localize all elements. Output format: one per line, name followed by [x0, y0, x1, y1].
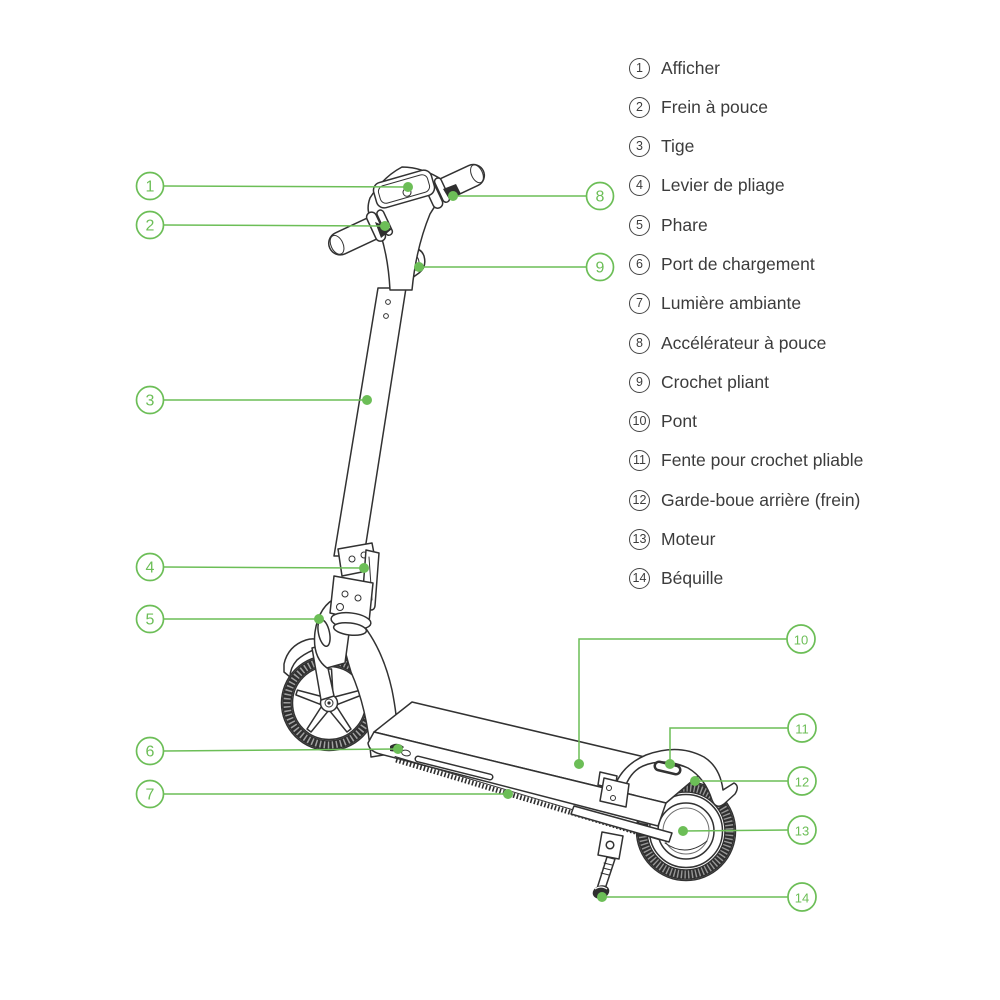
legend-num-11: 11: [629, 450, 650, 472]
callout-12: 12: [787, 766, 817, 796]
legend-label-6: Port de chargement: [661, 253, 815, 274]
callout-2: 2: [135, 210, 165, 240]
leader-1: [163, 185, 409, 188]
svg-text:1: 1: [146, 179, 155, 196]
leader-10: [578, 638, 787, 764]
legend-item-6: 6 Port de chargement: [629, 253, 863, 275]
legend-item-11: 11 Fente pour crochet pliable: [629, 450, 863, 472]
legend-item-4: 4 Levier de pliage: [629, 175, 863, 197]
svg-text:6: 6: [146, 744, 155, 761]
legend-num-10: 10: [629, 411, 650, 433]
legend-label-10: Pont: [661, 411, 697, 432]
legend-num-12: 12: [629, 489, 650, 511]
callout-8: 8: [585, 181, 615, 211]
callout-6: 6: [135, 736, 165, 766]
svg-text:3: 3: [146, 393, 155, 410]
legend-item-14: 14 Béquille: [629, 568, 863, 590]
legend-num-13: 13: [629, 529, 650, 551]
svg-text:14: 14: [795, 891, 809, 906]
callout-4: 4: [135, 552, 165, 582]
kickstand-illustration: [570, 805, 673, 899]
legend-num-9: 9: [629, 371, 650, 393]
legend-label-14: Béquille: [661, 568, 724, 589]
leader-2: [163, 224, 386, 227]
legend-label-7: Lumière ambiante: [661, 293, 802, 314]
deck-illustration: [367, 701, 705, 837]
legend-item-10: 10 Pont: [629, 411, 863, 433]
legend-label-12: Garde-boue arrière (frein): [661, 489, 861, 510]
rear-fender-illustration: [597, 748, 738, 808]
legend-num-14: 14: [629, 568, 650, 590]
legend-label-5: Phare: [661, 214, 708, 235]
svg-text:13: 13: [795, 824, 809, 839]
callout-markers: 1 2 3 4 5 6 7 8 9 10 11 12 13 14: [135, 171, 817, 912]
legend-item-2: 2 Frein à pouce: [629, 96, 863, 118]
callout-14: 14: [787, 882, 817, 912]
svg-text:7: 7: [146, 787, 155, 804]
legend-num-3: 3: [629, 136, 650, 158]
callout-9: 9: [585, 252, 615, 282]
legend-label-4: Levier de pliage: [661, 175, 785, 196]
callout-11: 11: [787, 713, 817, 743]
legend-item-3: 3 Tige: [629, 136, 863, 158]
svg-text:4: 4: [146, 560, 155, 577]
legend-label-9: Crochet pliant: [661, 371, 769, 392]
legend-label-1: Afficher: [661, 57, 721, 78]
svg-text:2: 2: [146, 218, 155, 235]
leader-6: [163, 748, 399, 752]
callout-10: 10: [786, 624, 816, 654]
svg-text:11: 11: [795, 722, 809, 737]
legend-item-8: 8 Accélérateur à pouce: [629, 332, 863, 354]
legend-num-2: 2: [629, 96, 650, 118]
legend-label-8: Accélérateur à pouce: [661, 332, 827, 353]
legend-num-6: 6: [629, 253, 650, 275]
callout-13: 13: [787, 815, 817, 845]
legend-num-1: 1: [629, 57, 650, 79]
legend-label-13: Moteur: [661, 529, 716, 550]
stem-illustration: [333, 247, 426, 557]
legend-label-2: Frein à pouce: [661, 96, 769, 117]
leader-lines: [163, 182, 789, 902]
legend-item-5: 5 Phare: [629, 214, 863, 236]
callout-5: 5: [135, 604, 165, 634]
legend-item-1: 1 Afficher: [629, 57, 863, 79]
svg-text:8: 8: [596, 189, 605, 206]
callout-3: 3: [135, 385, 165, 415]
legend-num-4: 4: [629, 175, 650, 197]
legend-num-7: 7: [629, 293, 650, 315]
legend-label-3: Tige: [661, 136, 695, 157]
legend-num-8: 8: [629, 332, 650, 354]
legend-item-9: 9 Crochet pliant: [629, 371, 863, 393]
handlebar-illustration: [327, 163, 486, 291]
callout-7: 7: [135, 779, 165, 809]
legend-label-11: Fente pour crochet pliable: [661, 450, 864, 471]
legend-item-12: 12 Garde-boue arrière (frein): [629, 489, 863, 511]
callout-1: 1: [135, 171, 165, 201]
leader-13: [682, 829, 789, 832]
svg-text:9: 9: [596, 260, 605, 277]
leader-11: [669, 727, 788, 764]
svg-text:5: 5: [146, 612, 155, 629]
legend: 1 Afficher 2 Frein à pouce 3 Tige 4 Levi…: [629, 57, 863, 607]
legend-item-7: 7 Lumière ambiante: [629, 293, 863, 315]
leader-4: [163, 566, 365, 569]
svg-text:10: 10: [794, 633, 808, 648]
folding-mechanism-illustration: [329, 542, 380, 637]
legend-num-5: 5: [629, 214, 650, 236]
svg-text:12: 12: [795, 775, 809, 790]
legend-item-13: 13 Moteur: [629, 529, 863, 551]
